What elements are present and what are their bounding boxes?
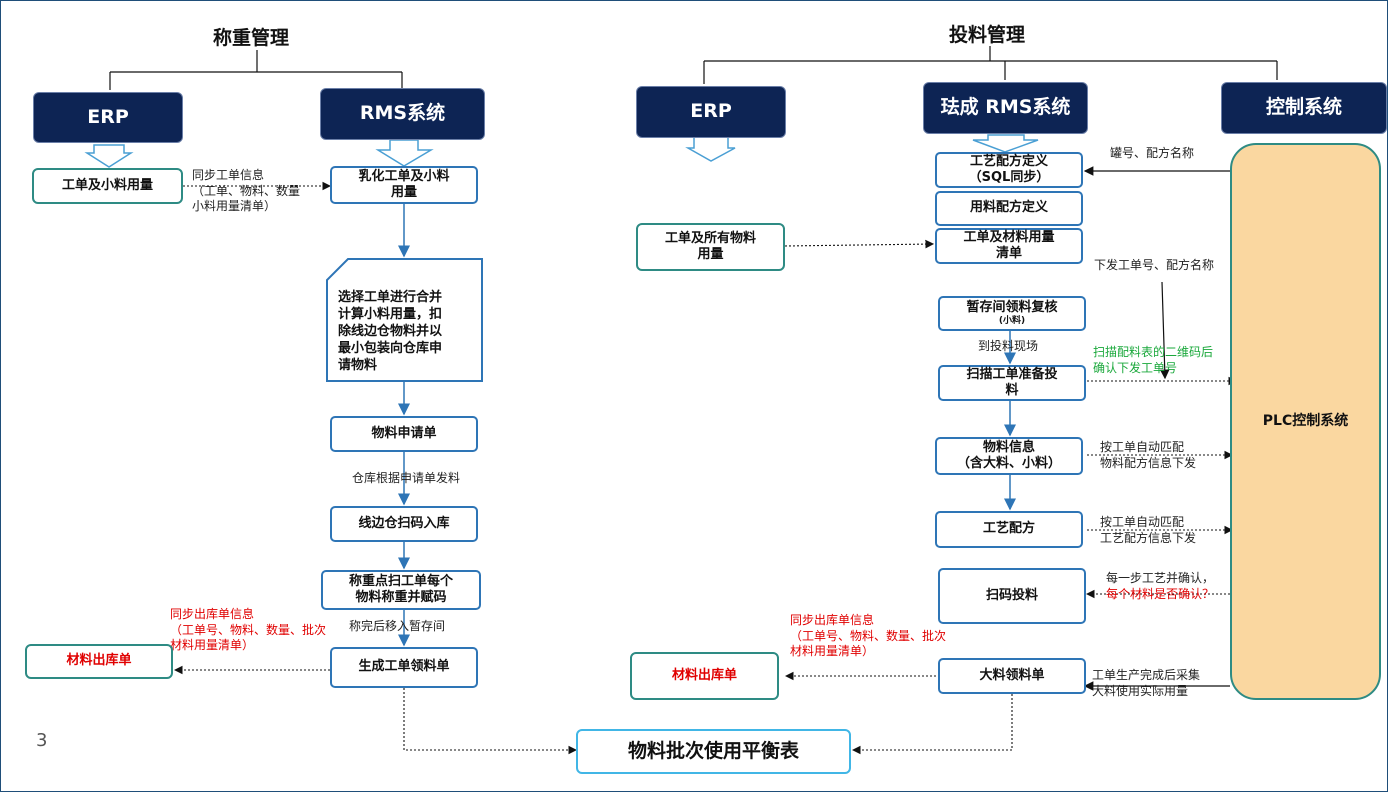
scan-prep-box: 扫描工单准备投 料 bbox=[938, 365, 1086, 401]
solid-connectors bbox=[1083, 166, 1230, 691]
merge-calc-document-shape bbox=[326, 258, 483, 382]
wo-small-material-box: 工单及小料用量 bbox=[32, 168, 183, 204]
generate-pick-box: 生成工单领料单 bbox=[330, 647, 478, 688]
material-confirm-label: 每个材料是否确认？ bbox=[1106, 587, 1215, 601]
feeding-sync-out-label: 同步出库单信息 （工单号、物料、数量、批次 材料用量清单） bbox=[790, 613, 947, 659]
feeding-rms-header: 珐成 RMS系统 bbox=[923, 82, 1088, 134]
sync-wo-label: 同步工单信息 （工单、物料、数量 小料用量清单） bbox=[192, 168, 301, 214]
line-scan-in-box: 线边仓扫码入库 bbox=[330, 506, 478, 542]
feeding-bracket bbox=[703, 46, 1278, 84]
scan-feed-box: 扫码投料 bbox=[938, 568, 1086, 624]
to-site-label: 到投料现场 bbox=[978, 339, 1039, 353]
tank-recipe-label: 罐号、配方名称 bbox=[1110, 146, 1195, 160]
batch-balance-box: 物料批次使用平衡表 bbox=[576, 729, 851, 774]
wo-all-material-box: 工单及所有物料 用量 bbox=[636, 223, 785, 271]
auto-craft-label: 按工单自动匹配 工艺配方信息下发 bbox=[1100, 515, 1197, 545]
scan-qr-label: 扫描配料表的二维码后 确认下发工单号 bbox=[1093, 345, 1214, 375]
weighing-out-box: 材料出库单 bbox=[25, 644, 173, 679]
page-number: 3 bbox=[36, 730, 48, 751]
control-system-header: 控制系统 bbox=[1221, 82, 1387, 134]
issue-wo-label: 下发工单号、配方名称 bbox=[1094, 258, 1215, 272]
plc-control-system-box: PLC控制系统 bbox=[1230, 143, 1381, 700]
weighing-title: 称重管理 bbox=[213, 27, 290, 49]
material-recipe-box: 用料配方定义 bbox=[935, 191, 1083, 226]
hollow-arrows bbox=[84, 134, 1039, 168]
material-info-box: 物料信息 （含大料、小料） bbox=[935, 437, 1083, 475]
balance-connectors bbox=[403, 688, 1013, 755]
temp-recheck-box: 暂存间领料复核 (小料) bbox=[938, 296, 1086, 331]
big-material-pick-box: 大料领料单 bbox=[938, 658, 1086, 694]
step-confirm-label: 每一步工艺并确认， bbox=[1106, 571, 1215, 585]
temp-recheck-sub: (小料) bbox=[998, 316, 1026, 326]
collect-usage-label: 工单生产完成后采集 大料使用实际用量 bbox=[1092, 668, 1201, 698]
weighing-rms-header: RMS系统 bbox=[320, 88, 485, 140]
wo-usage-box: 工单及材料用量 清单 bbox=[935, 228, 1083, 264]
feeding-erp-header: ERP bbox=[636, 86, 786, 138]
feeding-out-box: 材料出库单 bbox=[630, 652, 779, 700]
weigh-point-box: 称重点扫工单每个 物料称重并赋码 bbox=[321, 570, 481, 610]
feeding-title: 投料管理 bbox=[949, 24, 1026, 46]
recipe-def-box: 工艺配方定义 （SQL同步） bbox=[935, 152, 1083, 188]
emulsify-wo-box: 乳化工单及小料 用量 bbox=[330, 166, 478, 204]
auto-material-label: 按工单自动匹配 物料配方信息下发 bbox=[1100, 440, 1197, 470]
weighing-bracket bbox=[109, 50, 403, 90]
weighing-sync-out-label: 同步出库单信息 （工单号、物料、数量、批次 材料用量清单） bbox=[170, 607, 327, 653]
craft-recipe-box: 工艺配方 bbox=[935, 511, 1083, 548]
wh-issue-label: 仓库根据申请单发料 bbox=[352, 471, 461, 485]
dotted-connectors bbox=[173, 181, 1238, 681]
temp-recheck-title: 暂存间领料复核 bbox=[966, 299, 1058, 315]
move-temp-label: 称完后移入暂存间 bbox=[349, 619, 446, 633]
material-request-box: 物料申请单 bbox=[330, 416, 478, 452]
merge-calc-text: 选择工单进行合并 计算小料用量，扣 除线边仓物料并以 最小包装向仓库申 请物料 bbox=[338, 290, 443, 373]
weighing-erp-header: ERP bbox=[33, 92, 183, 143]
